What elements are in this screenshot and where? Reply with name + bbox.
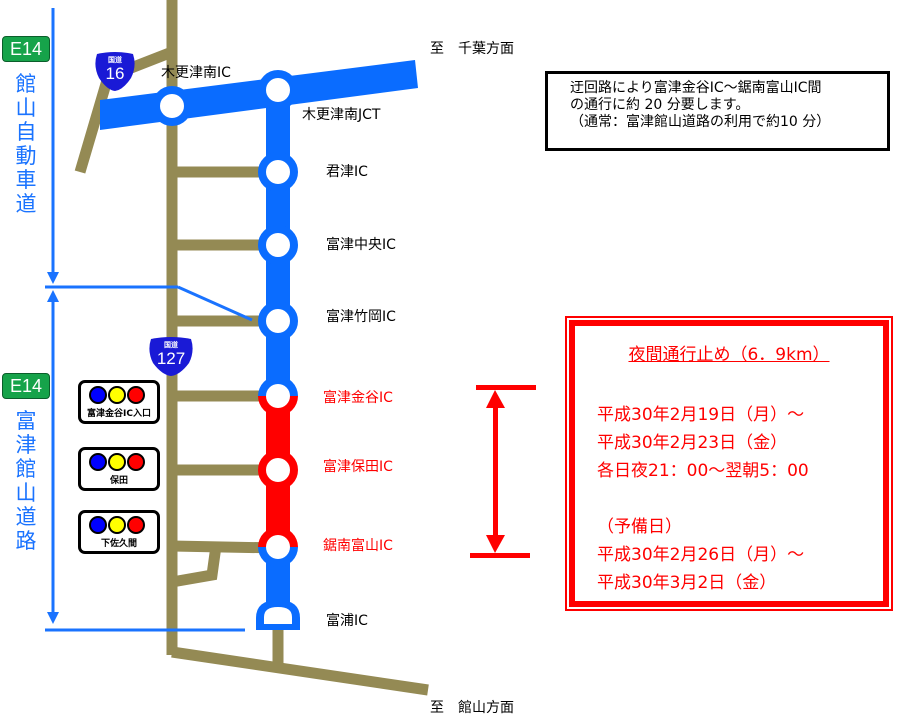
route-shield-label: 国道 xyxy=(108,56,122,64)
route-shield-icon xyxy=(95,52,135,91)
signal-lamps xyxy=(89,453,145,471)
signal-lamp-red-icon xyxy=(127,453,145,471)
signal-lamp-red-icon xyxy=(127,516,145,534)
route-shield-label: 国道 xyxy=(164,341,178,349)
expressway-name-futtsu-tateyama: 富津館山道路 xyxy=(15,409,37,553)
ic-label-futtsu-hota-ic: 富津保田IC xyxy=(323,459,393,475)
signal-lamps xyxy=(89,516,145,534)
signal-lamps xyxy=(89,386,145,404)
ic-label-kisarazu-minami-ic: 木更津南IC xyxy=(161,65,231,81)
expressway-name-tateyama: 館山自動車道 xyxy=(15,72,37,216)
expressway-badge-futtsu-tateyama: E14 xyxy=(2,373,50,399)
ic-label-kisarazu-minami-jct: 木更津南JCT xyxy=(302,107,381,123)
route-shield-number: 16 xyxy=(105,64,125,83)
signal-shimosakuma: 下佐久間 xyxy=(78,510,160,554)
detour-note-line: 迂回路により富津金谷IC～鋸南富山IC間 xyxy=(570,80,822,96)
closure-line: 各日夜21：00～翌朝5：00 xyxy=(597,461,809,481)
ic-label-futtsu-kanaya-ic: 富津金谷IC xyxy=(323,390,393,406)
direction-north-label: 至 千葉方面 xyxy=(430,41,514,57)
ic-label-futtsu-chuo-ic: 富津中央IC xyxy=(326,237,396,253)
signal-name: 下佐久間 xyxy=(100,539,137,549)
expressway-badge-tateyama: E14 xyxy=(2,36,50,62)
detour-note-box: 迂回路により富津金谷IC～鋸南富山IC間 の通行に約 20 分要します。 （通常… xyxy=(545,71,890,151)
ic-label-kyonan-tomiyama-ic: 鋸南富山IC xyxy=(323,538,393,554)
route-16-shield: 国道 16 xyxy=(93,52,137,92)
signal-lamp-red-icon xyxy=(127,386,145,404)
closure-line: 平成30年2月19日（月）～ xyxy=(597,405,805,425)
closure-line: 平成30年3月2日（金） xyxy=(597,573,777,593)
ic-label-futtsu-takeoka-ic: 富津竹岡IC xyxy=(326,309,396,325)
route-shield-number: 127 xyxy=(156,349,186,368)
closure-line: （予備日） xyxy=(597,517,682,537)
detour-note-line: の通行に約 20 分要します。 xyxy=(570,97,750,113)
ic-label-tomiura-ic: 富浦IC xyxy=(326,613,368,629)
closure-range-arrow xyxy=(470,385,536,558)
ic-label-kimitsu-ic: 君津IC xyxy=(326,164,368,180)
closure-title: 夜間通行止め（6．9km） xyxy=(628,345,830,365)
signal-lamp-blue-icon xyxy=(89,516,107,534)
section-arrows xyxy=(47,272,59,624)
detour-note-line: （通常：富津館山道路の利用で約10 分） xyxy=(570,114,831,130)
signal-lamp-blue-icon xyxy=(89,453,107,471)
closure-line: 平成30年2月26日（月）～ xyxy=(597,545,805,565)
section-markers xyxy=(45,8,253,632)
signal-lamp-yellow-icon xyxy=(108,453,126,471)
route-127-shield: 国道 127 xyxy=(147,337,195,377)
signal-name: 富津金谷IC入口 xyxy=(87,409,151,419)
signal-hota: 保田 xyxy=(78,447,160,491)
direction-south-label: 至 館山方面 xyxy=(430,700,514,716)
signal-lamp-blue-icon xyxy=(89,386,107,404)
closure-info-box: 夜間通行止め（6．9km） 平成30年2月19日（月）～ 平成30年2月23日（… xyxy=(565,316,893,611)
signal-lamp-yellow-icon xyxy=(108,516,126,534)
closure-line: 平成30年2月23日（金） xyxy=(597,433,788,453)
signal-futtsu-kanaya-ic-entrance: 富津金谷IC入口 xyxy=(78,380,160,424)
ic-nodes xyxy=(152,70,300,630)
route-shield-icon xyxy=(149,337,193,376)
signal-name: 保田 xyxy=(109,476,128,486)
signal-lamp-yellow-icon xyxy=(108,386,126,404)
